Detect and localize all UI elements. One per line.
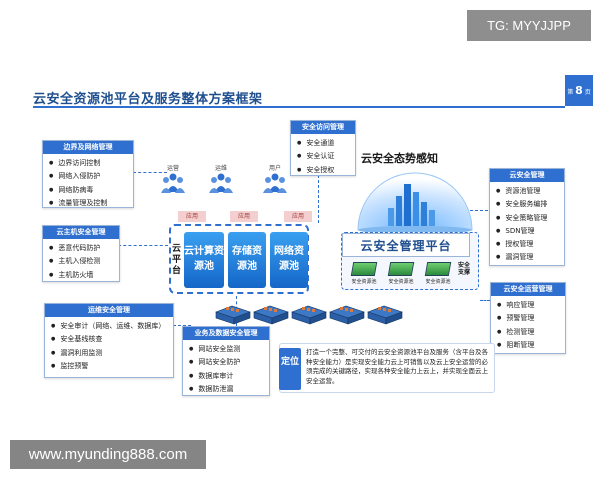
site-watermark: www.myunding888.com xyxy=(10,440,206,469)
host-security-box: 云主机安全管理 恶意代码防护 主机入侵检测 主机防火墙 xyxy=(42,225,120,282)
storage-pool: 存储资源池 xyxy=(228,232,266,288)
tg-watermark: TG: MYYJJPP xyxy=(467,10,591,41)
users-icon xyxy=(209,173,233,193)
list-item: 阻断管理 xyxy=(497,339,565,352)
list-item: 授权管理 xyxy=(496,238,564,251)
connector xyxy=(133,172,167,173)
connector xyxy=(118,245,168,246)
security-mgmt-platform: 云安全管理平台 xyxy=(342,233,470,257)
cloud-security-box: 云安全管理 资源池管理 安全服务编排 安全策略管理 SDN管理 授权管理 漏洞管… xyxy=(489,168,565,266)
list-item: 安全基线核查 xyxy=(51,333,173,346)
list-item: SDN管理 xyxy=(496,225,564,238)
people-label: 用户 xyxy=(268,165,281,172)
server-icon xyxy=(387,262,415,276)
pool-label: 网络资源池 xyxy=(274,246,304,272)
ops-security-box: 运维安全管理 安全审计（网络、运维、数据库） 安全基线核查 漏洞利用监测 监控预… xyxy=(44,303,174,378)
people-group-maint: 运维 xyxy=(208,163,234,198)
compute-pool: 云计算资源池 xyxy=(184,232,224,288)
list-item: 监控预警 xyxy=(51,360,173,373)
list-item: 流量管理及控制 xyxy=(49,197,133,210)
pool-label: 存储资源池 xyxy=(232,246,262,272)
positioning-text: 打造一个完整、可交付的云安全资源池平台及服务（含平台及各种安全能力）是实现安全能… xyxy=(306,348,488,385)
page-number: 8 xyxy=(575,84,583,97)
box-title: 云主机安全管理 xyxy=(43,226,119,239)
box-title: 业务及数据安全管理 xyxy=(183,327,269,340)
title-rule xyxy=(33,106,565,108)
people-group-ops: 运营 xyxy=(160,163,186,198)
box-title: 云安全管理 xyxy=(490,169,564,182)
list-item: 数据库审计 xyxy=(189,370,269,383)
cloud-platform-frame xyxy=(169,224,309,294)
box-title: 云安全运营管理 xyxy=(491,283,565,296)
list-item: 边界访问控制 xyxy=(49,157,133,170)
people-group-users: 用户 xyxy=(262,163,288,198)
list-item: 预警管理 xyxy=(497,312,565,325)
list-item: 安全审计（网络、运维、数据库） xyxy=(51,320,173,333)
app-tag: 应用 xyxy=(178,211,206,222)
list-item: 安全授权 xyxy=(297,164,355,177)
page-number-tag: 第 8 页 xyxy=(565,75,593,106)
list-item: 数据防泄漏 xyxy=(189,383,269,396)
list-item: 恶意代码防护 xyxy=(49,242,119,255)
list-item: 网站安全防护 xyxy=(189,356,269,369)
box-title: 安全访问管理 xyxy=(291,121,355,134)
server-icon xyxy=(350,262,378,276)
people-label: 运维 xyxy=(214,165,227,172)
cloud-platform-label: 云平台 xyxy=(172,244,182,276)
page-suffix: 页 xyxy=(584,89,591,96)
cloud-ops-box: 云安全运营管理 响应管理 预警管理 检测管理 阻断管理 xyxy=(490,282,566,354)
users-icon xyxy=(161,173,185,193)
connector xyxy=(470,210,488,211)
page-prefix: 第 xyxy=(567,89,574,96)
list-item: 网站安全监测 xyxy=(189,343,269,356)
list-item: 响应管理 xyxy=(497,299,565,312)
connector xyxy=(480,300,490,301)
list-item: 检测管理 xyxy=(497,326,565,339)
box-title: 边界及网络管理 xyxy=(43,141,133,154)
list-item: 漏洞利用监测 xyxy=(51,347,173,360)
pool-label: 云计算资源池 xyxy=(184,246,224,272)
security-pool-chip: 安全资源池 xyxy=(384,262,418,290)
border-network-box: 边界及网络管理 边界访问控制 网络入侵防护 网络防病毒 流量管理及控制 xyxy=(42,140,134,208)
list-item: 主机防火墙 xyxy=(49,269,119,282)
page-title: 云安全资源池平台及服务整体方案框架 xyxy=(33,92,263,107)
list-item: 网络防病毒 xyxy=(49,184,133,197)
positioning-panel xyxy=(279,343,495,393)
app-tag: 应用 xyxy=(284,211,312,222)
list-item: 主机入侵检测 xyxy=(49,255,119,268)
network-pool: 网络资源池 xyxy=(270,232,308,288)
list-item: 网络入侵防护 xyxy=(49,170,133,183)
users-icon xyxy=(263,173,287,193)
box-title: 运维安全管理 xyxy=(45,304,173,317)
list-item: 漏洞管理 xyxy=(496,251,564,264)
connector xyxy=(173,325,191,326)
list-item: 安全策略管理 xyxy=(496,212,564,225)
server-stacks xyxy=(215,305,403,325)
list-item: 安全认证 xyxy=(297,150,355,163)
security-pool-chip: 安全资源池 xyxy=(421,262,455,290)
dome-graphic xyxy=(357,172,473,234)
situational-awareness-label: 云安全态势感知 xyxy=(361,152,438,165)
server-icon xyxy=(424,262,452,276)
security-support-label: 安全支撑 xyxy=(458,262,471,276)
list-item: 安全通道 xyxy=(297,137,355,150)
access-security-box: 安全访问管理 安全通道 安全认证 安全授权 xyxy=(290,120,356,176)
positioning-badge: 定位 xyxy=(279,348,301,390)
security-pool-chip: 安全资源池 xyxy=(347,262,381,290)
list-item: 资源池管理 xyxy=(496,185,564,198)
people-label: 运营 xyxy=(166,165,179,172)
chip-label: 安全资源池 xyxy=(351,279,377,285)
connector xyxy=(318,175,319,223)
list-item: 安全服务编排 xyxy=(496,198,564,211)
chip-label: 安全资源池 xyxy=(388,279,414,285)
chip-label: 安全资源池 xyxy=(425,279,451,285)
business-data-box: 业务及数据安全管理 网站安全监测 网站安全防护 数据库审计 数据防泄漏 xyxy=(182,326,270,396)
app-tag: 应用 xyxy=(230,211,258,222)
